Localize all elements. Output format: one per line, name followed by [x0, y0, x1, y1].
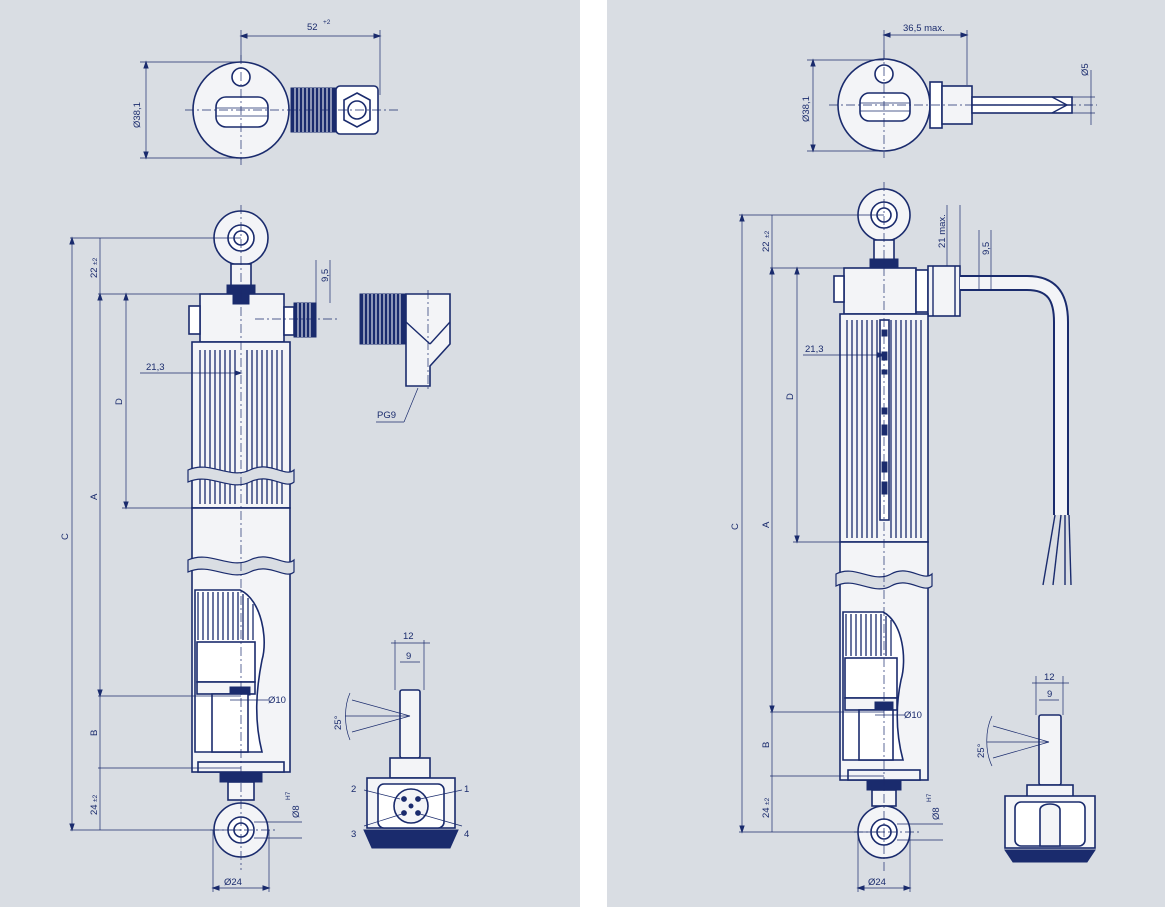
dim-bottom-eye: 24 — [89, 804, 100, 815]
dim-bottom-eye: 24 — [761, 807, 772, 818]
dim-top-eye-tolerance: ±2 — [92, 257, 99, 265]
dim-slot-inner: 9 — [406, 651, 411, 662]
dim-width-tolerance: +2 — [323, 19, 331, 26]
dim-diameter-top: Ø38,1 — [801, 96, 812, 122]
label-a: A — [761, 521, 772, 528]
pin-label-1: 1 — [464, 784, 469, 795]
side-view: 22 ±2 C A D B 24 ±2 21,3 21 max. 9,5 Ø10… — [730, 182, 1072, 892]
connector-label: PG9 — [377, 410, 396, 421]
dim-pin: Ø8 — [931, 807, 942, 820]
dim-housing: 21,3 — [146, 362, 165, 373]
dim-top-eye-tolerance: ±2 — [764, 230, 771, 238]
end-detail-view: 12 9 25° — [976, 672, 1096, 863]
top-view: 36,5 max. Ø5 Ø38,1 — [801, 23, 1097, 158]
angle-label: 25° — [333, 715, 344, 730]
dim-rod: Ø10 — [904, 710, 922, 721]
dim-width-label: 36,5 max. — [903, 23, 945, 34]
dim-slot-inner: 9 — [1047, 689, 1052, 700]
dim-connector: 9,5 — [981, 242, 992, 255]
dim-housing: 21,3 — [805, 344, 824, 355]
dim-top-eye: 22 — [761, 241, 772, 252]
dim-top-eye: 22 — [89, 267, 100, 278]
dim-connector: 9,5 — [320, 269, 331, 282]
drawing-panel-left: 52 +2 Ø38,1 — [0, 0, 580, 907]
label-d: D — [785, 393, 796, 400]
label-b: B — [89, 730, 100, 736]
dim-bottom-eye-tolerance: ±2 — [764, 797, 771, 805]
label-c: C — [60, 533, 71, 540]
label-b: B — [761, 742, 772, 748]
dim-eye-diameter: Ø24 — [224, 877, 242, 888]
label-c: C — [730, 523, 741, 530]
side-view: PG9 — [60, 205, 451, 892]
dim-rod: Ø10 — [268, 695, 286, 706]
drawing-panel-right: 36,5 max. Ø5 Ø38,1 — [607, 0, 1165, 907]
dim-slot-outer: 12 — [403, 631, 414, 642]
end-detail-view: 12 9 25° 2 1 3 4 — [333, 631, 469, 849]
label-d: D — [114, 398, 125, 405]
sensor-drawing-right: 36,5 max. Ø5 Ø38,1 — [730, 23, 1097, 892]
dim-pin-tolerance: H7 — [926, 793, 933, 802]
sensor-drawing-left: 52 +2 Ø38,1 — [60, 19, 469, 892]
pin-label-2: 2 — [351, 784, 356, 795]
dim-gland: 21 max. — [937, 214, 948, 248]
pin-label-3: 3 — [351, 829, 356, 840]
dim-pin: Ø8 — [291, 805, 302, 818]
dim-width-label: 52 — [307, 22, 318, 33]
top-view: 52 +2 Ø38,1 — [132, 19, 398, 165]
dim-pin-tolerance: H7 — [285, 791, 292, 800]
pin-label-4: 4 — [464, 829, 469, 840]
dim-slot-outer: 12 — [1044, 672, 1055, 683]
angle-label: 25° — [976, 743, 987, 758]
label-a: A — [89, 493, 100, 500]
dim-eye-diameter: Ø24 — [868, 877, 886, 888]
dim-diameter-top: Ø38,1 — [132, 102, 143, 128]
dim-bottom-eye-tolerance: ±2 — [92, 794, 99, 802]
dim-cable: Ø5 — [1080, 63, 1091, 76]
